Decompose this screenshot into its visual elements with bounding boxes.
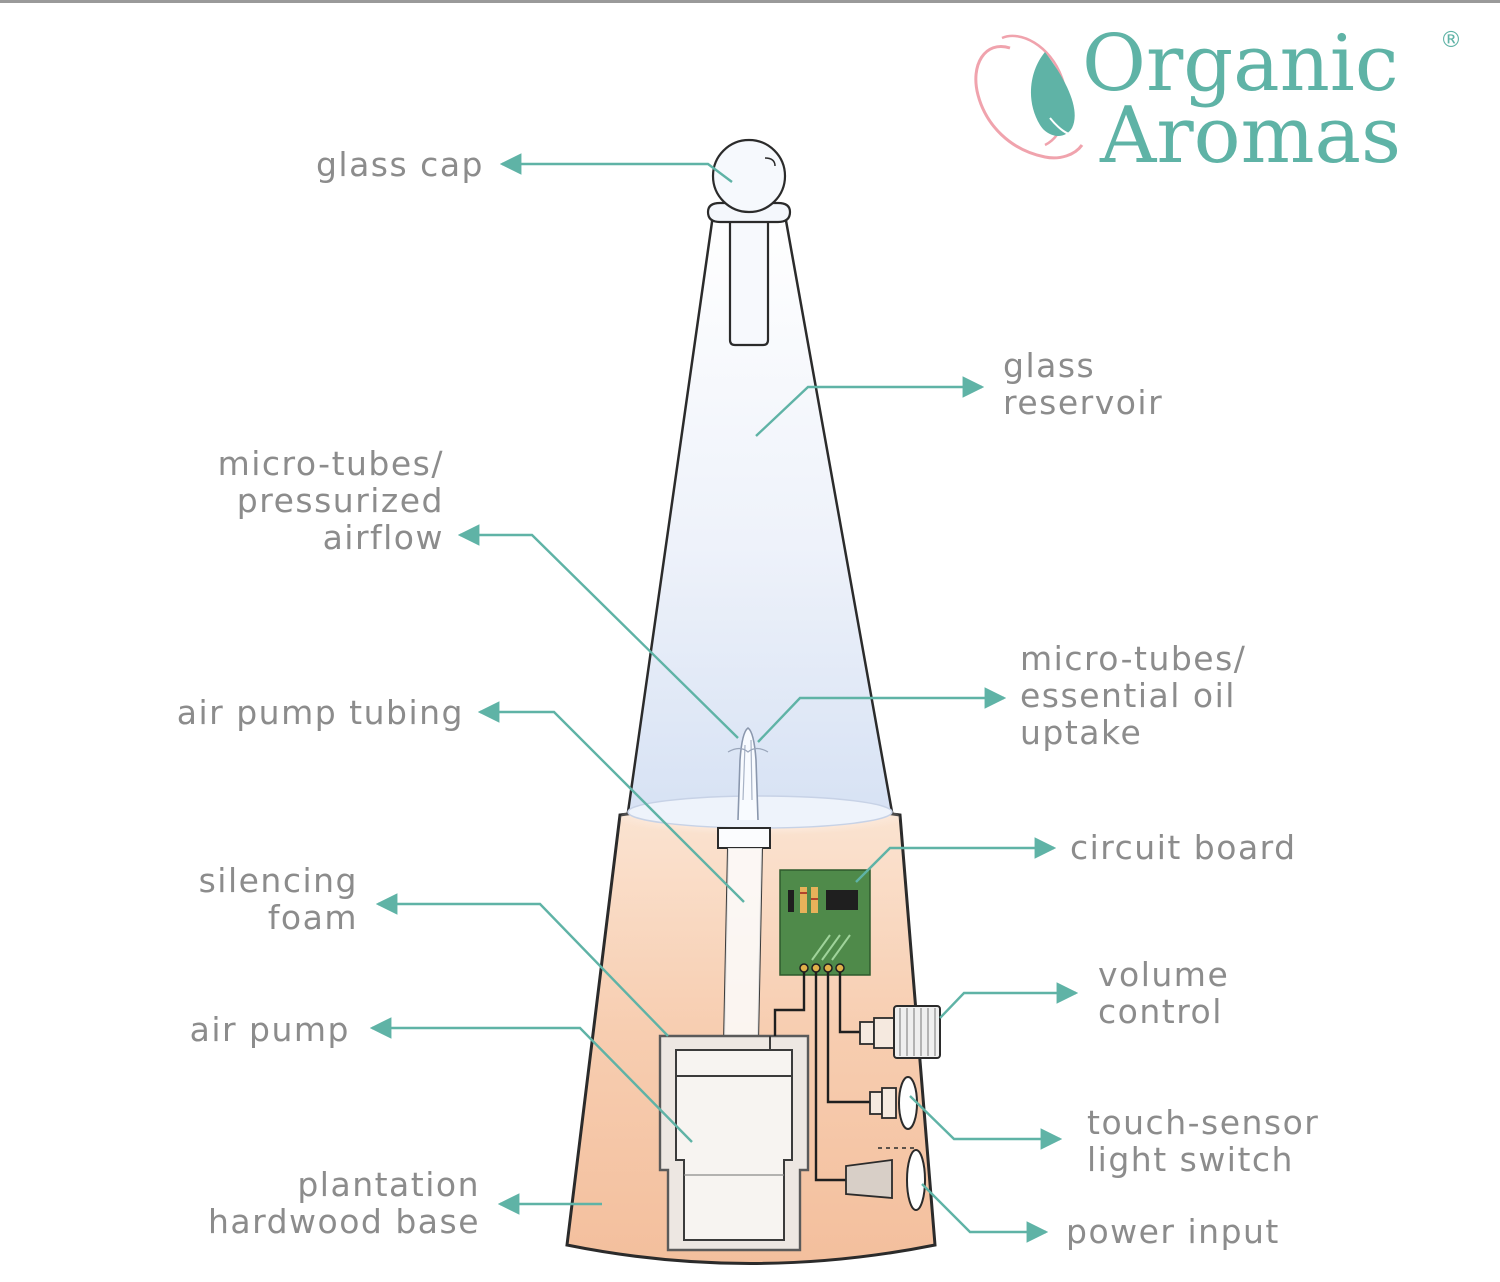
glass-cap-stem	[728, 220, 770, 347]
leader-circuit-board	[855, 837, 1057, 883]
label-glass-reservoir: glass reservoir	[1003, 346, 1164, 422]
leader-silencing-foam	[375, 893, 669, 1037]
label-plantation-base: plantation hardwood base	[207, 1165, 480, 1241]
internal-wiring	[773, 972, 870, 1182]
volume-knob-shape	[859, 1005, 941, 1059]
top-divider	[0, 0, 1500, 3]
leader-volume-control	[939, 982, 1079, 1019]
label-micro-tubes-airflow: micro-tubes/ pressurized airflow	[217, 444, 444, 557]
label-circuit-board: circuit board	[1070, 828, 1297, 867]
label-air-pump-tubing: air pump tubing	[176, 693, 464, 732]
label-air-pump: air pump	[189, 1010, 350, 1049]
nozzle-fitting	[717, 827, 771, 849]
label-silencing-foam: silencing foam	[198, 861, 358, 937]
leader-glass-cap	[499, 153, 733, 183]
label-glass-cap: glass cap	[315, 145, 484, 184]
label-volume-control: volume control	[1098, 955, 1230, 1031]
leader-glass-reservoir	[755, 376, 985, 437]
label-micro-tubes-oil: micro-tubes/ essential oil uptake	[1020, 639, 1247, 752]
butterfly-logo-icon	[974, 34, 1084, 160]
brand-wordmark-line1: Organic	[1082, 19, 1399, 109]
reservoir-bottom-rim	[627, 795, 893, 829]
power-jack-shape	[845, 1147, 926, 1211]
label-touch-sensor: touch-sensor light switch	[1087, 1103, 1320, 1179]
registered-mark: ®	[1440, 28, 1462, 53]
leader-micro-tubes-oil	[757, 687, 1007, 743]
air-pump-shape	[675, 1049, 793, 1241]
circuit-board-shape	[779, 869, 871, 976]
label-power-input: power input	[1066, 1212, 1280, 1251]
leader-micro-tubes-airflow	[457, 524, 739, 739]
leader-touch-sensor	[909, 1095, 1063, 1150]
leader-power-input	[921, 1183, 1049, 1243]
leader-air-pump-tubing	[477, 701, 745, 903]
micro-tubes-nozzle	[727, 727, 769, 821]
brand-wordmark-line2: Aromas	[1100, 91, 1402, 181]
leader-air-pump	[369, 1017, 693, 1143]
leader-lines	[369, 153, 1079, 1243]
